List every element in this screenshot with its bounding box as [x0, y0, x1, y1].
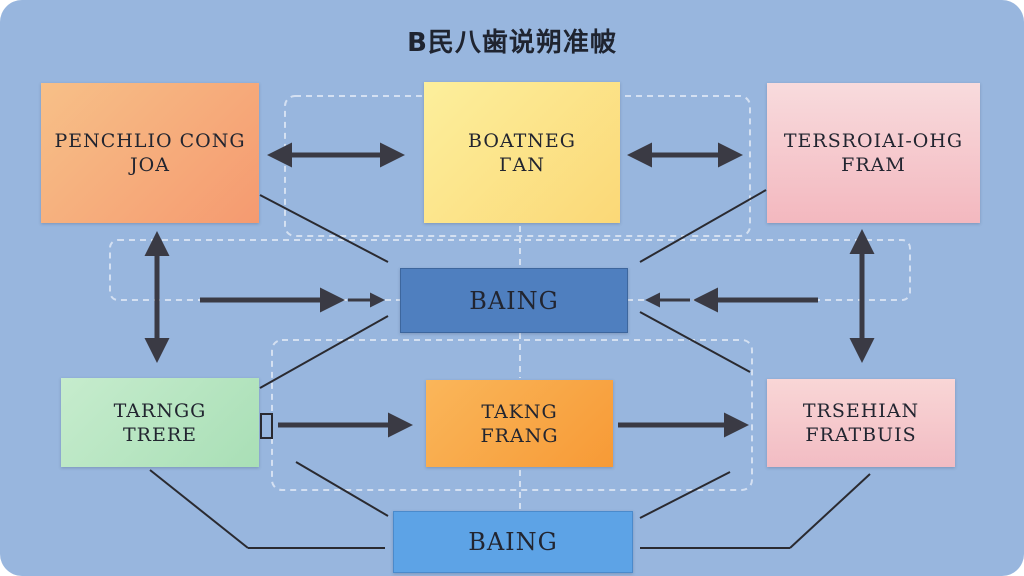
- node-bottom-right: TRSEHIAN FRATBUIS: [767, 379, 955, 467]
- thin-connectors: [149, 189, 871, 549]
- line-bottomleft-to-center: [259, 315, 389, 389]
- node-bottom-middle: BAING: [393, 511, 633, 573]
- node-top-center-line1: BOATNEG: [468, 129, 576, 152]
- node-top-center-line2: ГAN: [499, 153, 545, 176]
- line-topright-to-center: [639, 189, 767, 263]
- line-center-to-bottomright: [639, 311, 751, 373]
- node-bottom-middle-line1: BAING: [468, 528, 558, 556]
- node-top-right-line2: FRAM: [841, 154, 906, 176]
- connector-port: [260, 413, 273, 439]
- node-top-right-line1: TERSROIAI-OHG: [783, 130, 964, 152]
- line-bottomright-down: [789, 473, 871, 549]
- line-to-bottom-middle-right: [639, 471, 731, 519]
- node-middle-center: BAING: [400, 268, 628, 333]
- diagram-title: B民八歯说朔准帔: [407, 28, 617, 58]
- node-bottom-left-line1: TARNGG: [113, 399, 207, 422]
- node-bottom-center-line1: TAKNG: [481, 400, 558, 423]
- node-top-right: TERSROIAI-OHG FRAM: [767, 83, 980, 223]
- node-bottom-right-line2: FRATBUIS: [805, 424, 917, 446]
- node-bottom-right-line1: TRSEHIAN: [802, 400, 920, 422]
- node-top-left-line2: ЈOA: [130, 154, 170, 176]
- node-top-left: PENCHLIO CONG ЈOA: [41, 83, 259, 223]
- arrows: [144, 142, 875, 438]
- node-bottom-center-line2: FRANG: [480, 424, 559, 447]
- line-topleft-to-center: [259, 194, 389, 263]
- line-to-bottom-middle-left: [295, 461, 389, 517]
- node-bottom-left-line2: TRERE: [122, 423, 198, 446]
- line-bottomleft-down: [149, 469, 249, 549]
- node-middle-center-line1: BAING: [469, 286, 559, 315]
- dashed-frame-bottom: [271, 339, 753, 491]
- node-bottom-center: TAKNG FRANG: [426, 380, 613, 467]
- node-bottom-left: TARNGG TRERE: [61, 378, 259, 467]
- node-top-left-line1: PENCHLIO CONG: [54, 130, 246, 152]
- node-top-center: BOATNEG ГAN: [424, 82, 620, 223]
